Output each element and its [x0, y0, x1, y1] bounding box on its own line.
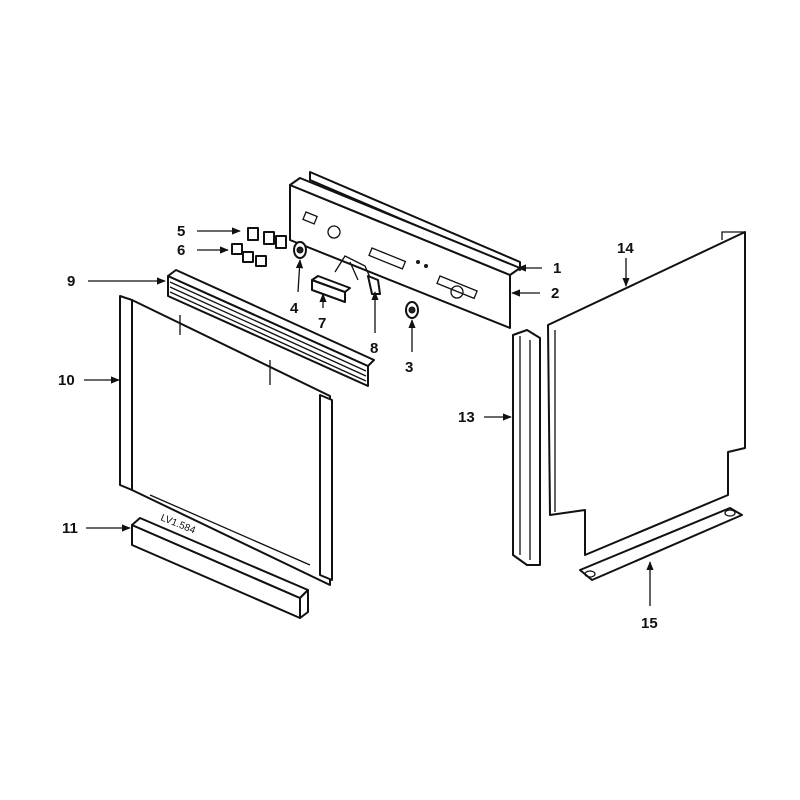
- side-panel-part-14: [547, 231, 746, 556]
- kick-plate-part-11: LV1.584: [131, 513, 309, 619]
- door-panel-part-10: [119, 295, 333, 586]
- callout-13: 13: [458, 409, 475, 426]
- callout-5: 5: [177, 223, 185, 240]
- handle-part-7: [311, 275, 351, 303]
- callout-8: 8: [370, 340, 378, 357]
- callout-11: 11: [62, 520, 78, 537]
- callout-9: 9: [67, 273, 75, 290]
- callout-3: 3: [405, 359, 413, 376]
- base-strip-part-15: [579, 507, 743, 581]
- switch-parts: [231, 227, 287, 267]
- callout-15: 15: [641, 615, 658, 632]
- callout-7: 7: [318, 315, 326, 332]
- knob-3: [405, 301, 419, 319]
- callouts: 1 2 3 4 5 6 7 8 9 10 11 13 14 15: [58, 223, 658, 632]
- latch-part-8: [334, 255, 381, 295]
- callout-10: 10: [58, 372, 75, 389]
- callout-4: 4: [290, 300, 299, 317]
- strip-part-9: [167, 269, 375, 387]
- knob-4: [293, 241, 307, 259]
- callout-14: 14: [617, 240, 634, 257]
- control-panel-part: [289, 171, 521, 329]
- callout-1: 1: [553, 260, 561, 277]
- callout-2: 2: [551, 285, 559, 302]
- callout-6: 6: [177, 242, 185, 259]
- side-rail-part-13: [512, 329, 541, 566]
